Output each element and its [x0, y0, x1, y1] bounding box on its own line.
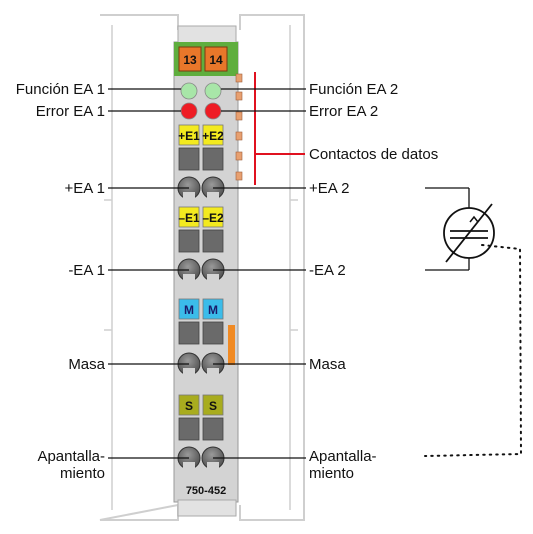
led-error-ea2: [204, 102, 222, 120]
module-number: 750-452: [186, 485, 226, 497]
clamp-opening: [207, 462, 219, 472]
data-contact: [235, 171, 243, 181]
module-bottom-latch: [177, 499, 237, 517]
slot-tile-plus: [178, 124, 200, 146]
slot-label-minus: –E2: [202, 211, 224, 225]
variable-resistor-sensor-icon: [443, 203, 495, 263]
slot-label-shield: S: [209, 399, 217, 413]
shield-wire: [424, 244, 523, 457]
slot-tile-masa: [178, 298, 200, 320]
terminal-label-14: 14: [209, 53, 223, 67]
terminal-release-slot: [202, 321, 224, 345]
slot-tile-minus: [202, 206, 224, 228]
slot-label-plus: +E1: [178, 129, 200, 143]
led-error-ea1: [180, 102, 198, 120]
led-function-ea2: [204, 82, 222, 100]
label-masa-left: Masa: [68, 356, 105, 373]
label-apantallamiento-left-2: miento: [60, 465, 105, 482]
data-contact: [235, 111, 243, 121]
terminal-release-slot: [202, 417, 224, 441]
label-funcion-ea1: Función EA 1: [16, 81, 105, 98]
label-error-ea1: Error EA 1: [36, 103, 105, 120]
clamp-opening: [207, 368, 219, 378]
terminal-14: [204, 46, 228, 72]
label-plus-ea1: +EA 1: [65, 180, 105, 197]
label-minus-ea1: -EA 1: [68, 262, 105, 279]
label-plus-ea2: +EA 2: [309, 180, 349, 197]
label-minus-ea2: -EA 2: [309, 262, 346, 279]
data-contacts-bracket: [254, 72, 305, 185]
label-apantallamiento-right-1: Apantalla-: [309, 448, 377, 465]
slot-tile-shield: [178, 394, 200, 416]
slot-tile-shield: [202, 394, 224, 416]
slot-label-plus: +E2: [202, 129, 224, 143]
clamp-opening: [183, 368, 195, 378]
label-error-ea2: Error EA 2: [309, 103, 378, 120]
data-contact: [235, 73, 243, 83]
label-masa-right: Masa: [309, 356, 346, 373]
clamp-opening: [183, 274, 195, 284]
slot-label-minus: –E1: [178, 211, 200, 225]
clamp-opening: [183, 192, 195, 202]
terminal-13: [178, 46, 202, 72]
terminal-release-slot: [178, 417, 200, 441]
terminal-label-13: 13: [183, 53, 197, 67]
data-contact: [235, 151, 243, 161]
side-bar: [228, 325, 235, 365]
slot-tile-plus: [202, 124, 224, 146]
slot-tile-minus: [178, 206, 200, 228]
clamp-opening: [183, 462, 195, 472]
led-function-ea1: [180, 82, 198, 100]
label-funcion-ea2: Función EA 2: [309, 81, 398, 98]
terminal-release-slot: [178, 321, 200, 345]
slot-label-shield: S: [185, 399, 193, 413]
terminal-release-slot: [178, 229, 200, 253]
slot-tile-masa: [202, 298, 224, 320]
module-top-latch: [177, 25, 237, 45]
terminal-release-slot: [202, 147, 224, 171]
label-contactos-de-datos: Contactos de datos: [309, 146, 438, 163]
label-apantallamiento-left-1: Apantalla-: [37, 448, 105, 465]
clamp-opening: [207, 192, 219, 202]
sensor-wiring: [425, 187, 470, 271]
data-contact: [235, 131, 243, 141]
data-contact: [235, 91, 243, 101]
terminal-release-slot: [178, 147, 200, 171]
slot-label-masa: M: [208, 303, 218, 317]
label-apantallamiento-right-2: miento: [309, 465, 354, 482]
slot-label-masa: M: [184, 303, 194, 317]
clamp-opening: [207, 274, 219, 284]
terminal-release-slot: [202, 229, 224, 253]
